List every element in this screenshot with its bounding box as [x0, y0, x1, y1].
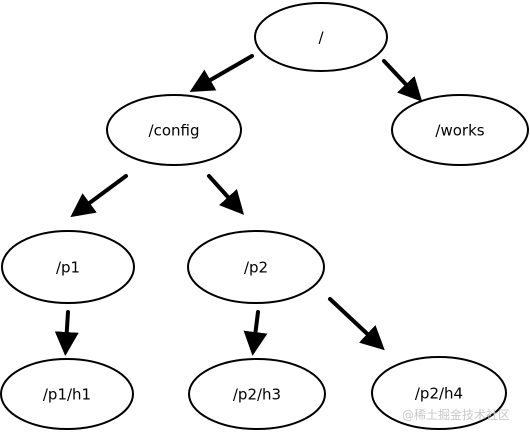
node-works-label: /works — [435, 122, 484, 140]
edge-p2-h3 — [243, 310, 268, 356]
node-p1: /p1 — [1, 230, 135, 304]
node-p2-h4-label: /p2/h4 — [415, 385, 463, 403]
node-p1-h1-label: /p1/h1 — [43, 386, 91, 404]
node-root: / — [254, 2, 388, 72]
edge-root-config — [189, 54, 254, 92]
node-p2-h3-ellipse — [188, 358, 326, 430]
edge-p2-h4 — [328, 297, 385, 351]
node-p1-h1: /p1/h1 — [0, 358, 134, 430]
node-p2: /p2 — [187, 230, 325, 304]
edge-config-p2 — [207, 174, 245, 215]
edge-p1-h1 — [54, 310, 79, 356]
edge-root-works — [382, 59, 423, 102]
watermark-text: @稀土掘金技术社区 — [402, 408, 511, 422]
node-p1-h1-ellipse — [0, 358, 134, 430]
node-p1-ellipse — [1, 230, 135, 304]
node-works: /works — [391, 94, 529, 166]
node-config: /config — [106, 94, 242, 166]
node-p2-label: /p2 — [244, 259, 268, 277]
node-p2-h3-label: /p2/h3 — [233, 386, 281, 404]
node-root-ellipse — [254, 2, 388, 72]
node-p2-h4-ellipse — [371, 356, 507, 430]
node-p2-h4: /p2/h4 — [371, 356, 507, 430]
edges — [54, 54, 423, 356]
node-works-ellipse — [391, 94, 529, 166]
node-config-ellipse — [106, 94, 242, 166]
node-root-label: / — [318, 29, 324, 47]
node-config-label: /config — [149, 122, 200, 140]
node-p2-ellipse — [187, 230, 325, 304]
node-p2-h3: /p2/h3 — [188, 358, 326, 430]
node-p1-label: /p1 — [56, 259, 80, 277]
edge-config-p1 — [70, 174, 128, 218]
